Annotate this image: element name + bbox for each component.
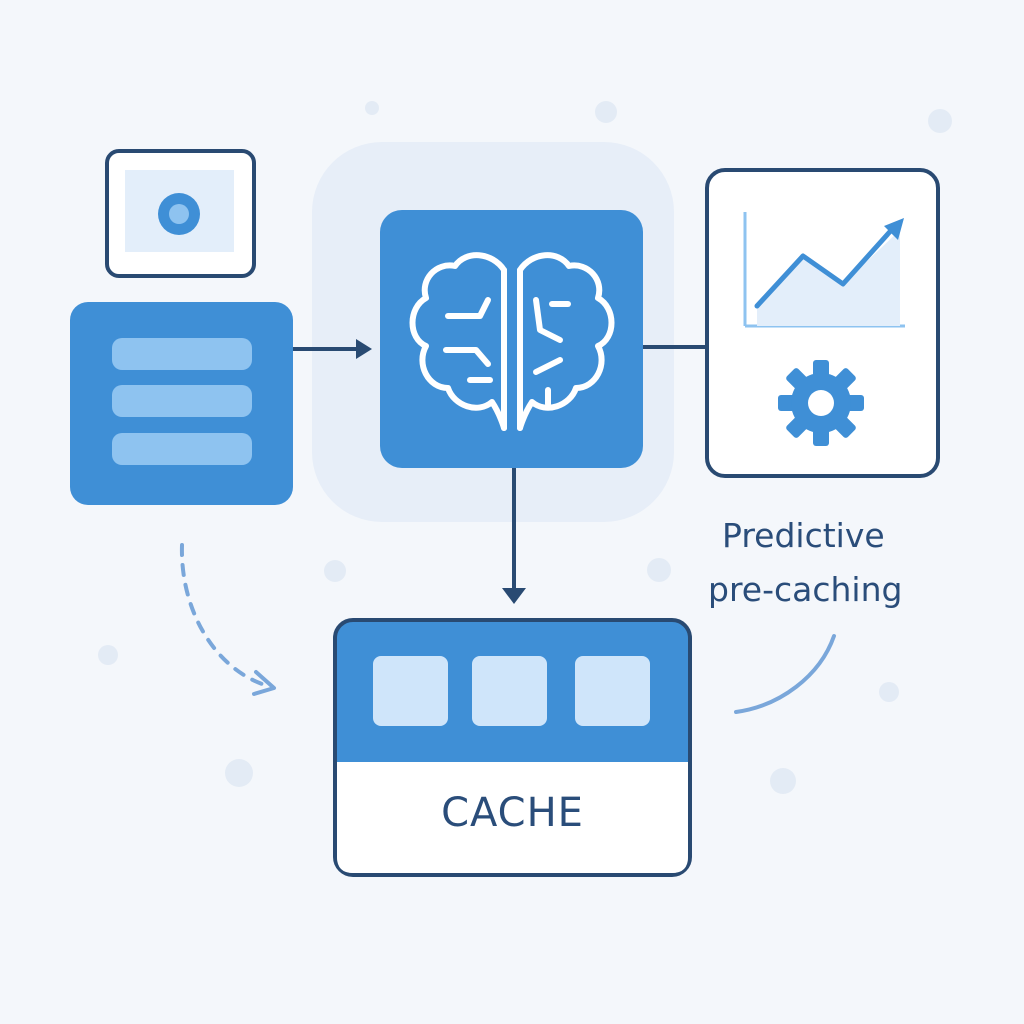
- decor-dot: [928, 109, 952, 133]
- cache-slots: [373, 656, 650, 726]
- decor-dot: [595, 101, 617, 123]
- cache-slot: [575, 656, 650, 726]
- dashed-arrow-source-to-cache: [179, 543, 276, 696]
- cache-slot: [373, 656, 448, 726]
- caption-line-1: Predictive: [722, 516, 885, 555]
- prediction-model-node[interactable]: [380, 210, 643, 468]
- gear-icon: [778, 360, 864, 446]
- decorative-dots: [98, 101, 952, 794]
- analytics-panel[interactable]: [705, 168, 940, 478]
- arrow-source-to-model: [293, 339, 372, 359]
- database-list-icon: [112, 338, 252, 465]
- decor-dot: [225, 759, 253, 787]
- decor-dot: [879, 682, 899, 702]
- camera-icon: [158, 193, 200, 235]
- camera-node[interactable]: [105, 149, 256, 278]
- decor-dot: [98, 645, 118, 665]
- data-source-node[interactable]: [70, 302, 293, 505]
- brain-icon: [409, 252, 615, 431]
- cache-slot: [472, 656, 547, 726]
- growth-chart-icon: [743, 212, 905, 328]
- caption-line-2: pre-caching: [708, 570, 903, 609]
- caption-pointer-curve: [734, 634, 836, 714]
- decor-dot: [324, 560, 346, 582]
- cache-label: CACHE: [441, 790, 584, 836]
- decor-dot: [770, 768, 796, 794]
- arrow-model-to-cache: [502, 468, 526, 604]
- decor-dot: [365, 101, 379, 115]
- decor-dot: [647, 558, 671, 582]
- cache-component[interactable]: [333, 618, 692, 877]
